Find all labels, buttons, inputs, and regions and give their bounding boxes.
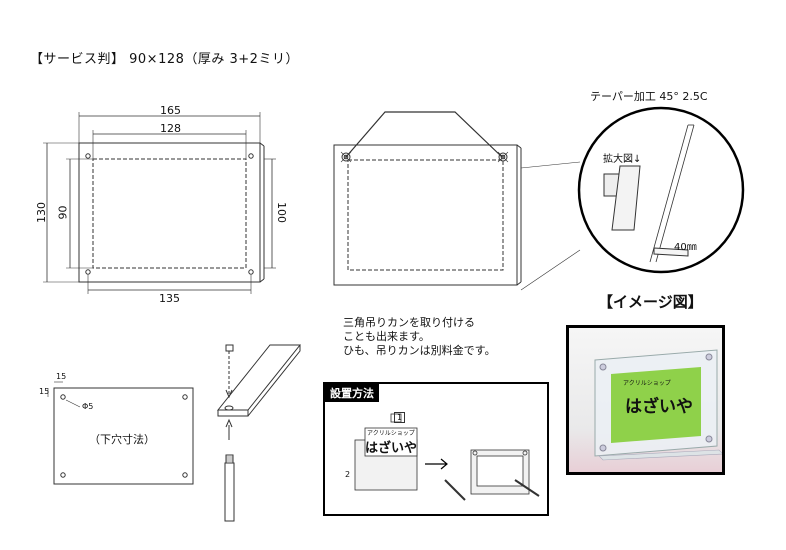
front-panel-outer: [78, 142, 261, 283]
front-hole-bl: [85, 269, 91, 275]
taper-label: テーパー加工 45° 2.5C: [590, 90, 708, 103]
hanger-note-line: 三角吊りカンを取り付ける: [343, 316, 475, 329]
dim-top-inner: 128: [160, 122, 181, 135]
photo-shop-big: はざいや: [625, 397, 693, 417]
setup-shop-small: アクリルショップ: [367, 430, 415, 437]
dim-right: 100: [275, 202, 288, 223]
cap-screw: [225, 344, 234, 352]
hole-caption: （下穴寸法）: [89, 433, 155, 446]
zoom-label: 拡大図↓: [603, 154, 642, 165]
setup-card: [364, 427, 418, 457]
hanger-note: 三角吊りカンを取り付ける ことも出来ます。 ひも、吊りカンは別料金です。: [343, 316, 496, 358]
setup-box: [323, 382, 549, 516]
dim-15-top: 15: [56, 372, 67, 381]
hanging-panel-inner: [347, 159, 504, 271]
photo-shop-small: アクリルショップ: [623, 380, 671, 387]
hanger-note-line: ひも、吊りカンは別料金です。: [343, 344, 496, 357]
hole-panel: [53, 387, 194, 485]
hanging-panel-outer: [333, 144, 518, 286]
dim-top-outer: 165: [160, 104, 181, 117]
zoom-circle: [577, 106, 745, 274]
front-hole-br: [248, 269, 254, 275]
image-title: 【イメージ図】: [598, 293, 703, 311]
hanger-note-line: ことも出来ます。: [343, 330, 430, 343]
dim-15-left: 15: [39, 387, 50, 396]
setup-step-2: 2: [345, 470, 351, 479]
exploded-panel-top: [216, 344, 302, 411]
dim-left-inner: 90: [56, 205, 70, 220]
setup-step-1: 1: [394, 412, 406, 423]
dim-left-outer: 130: [35, 202, 48, 223]
dim-bottom: 135: [159, 292, 180, 305]
page-title: 【サービス判】 90×128（厚み 3+2ミリ）: [30, 52, 299, 67]
front-hole-tr: [248, 153, 254, 159]
photo-frame: アクリルショップ はざいや: [566, 325, 725, 475]
standoff-post: [224, 462, 235, 522]
front-panel-inner: [92, 158, 247, 269]
hole-diameter-label: Φ5: [82, 402, 94, 411]
setup-label: 設置方法: [325, 384, 379, 402]
front-hole-tl: [85, 153, 91, 159]
setup-shop-big: はざいや: [365, 441, 418, 456]
hanging-string: [345, 111, 503, 158]
photo-green-card: [611, 367, 701, 443]
length-label: 40㎜: [674, 242, 697, 253]
